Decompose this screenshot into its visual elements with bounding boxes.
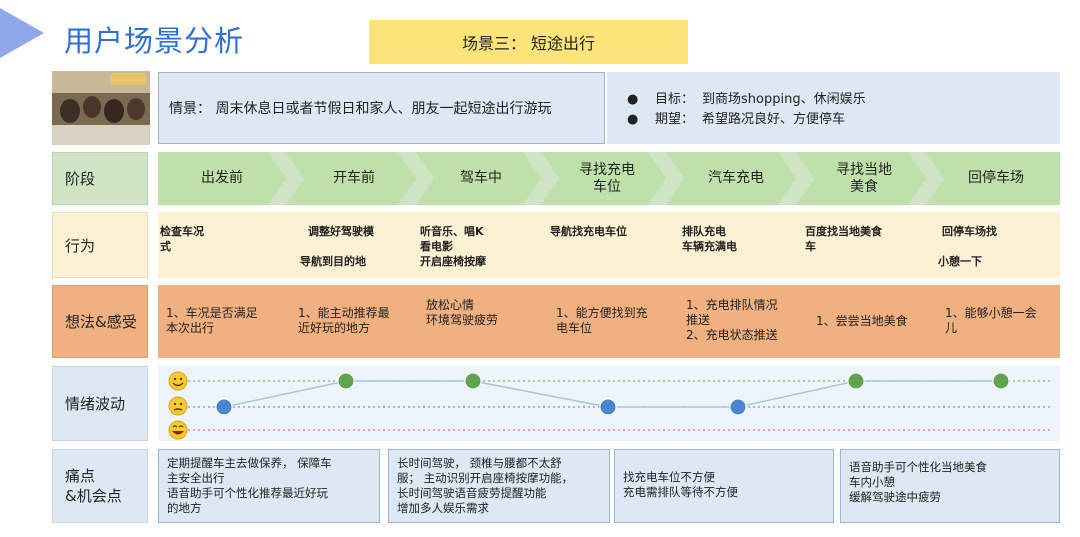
page-title: 用户场景分析 bbox=[64, 24, 245, 58]
row-label-emotion: 情绪波动 bbox=[52, 366, 148, 441]
behavior-line: 车 bbox=[805, 240, 816, 253]
emotion-point bbox=[992, 372, 1010, 390]
behavior-line: 回停车场找 bbox=[942, 225, 997, 238]
pain-point-box: 定期提醒车主去做保养， 保障车 主安全出行 语音助手可个性化推荐最近好玩 的地方 bbox=[158, 449, 380, 523]
row-label-stage: 阶段 bbox=[52, 152, 148, 205]
stage-label: 出发前 bbox=[201, 170, 243, 186]
row-label-thoughts: 想法&感受 bbox=[52, 285, 148, 358]
thought-cell: 放松心情 环境驾驶疲劳 bbox=[426, 298, 499, 327]
behavior-line: 百度找当地美食 bbox=[805, 225, 882, 238]
happy-face-icon bbox=[168, 371, 188, 391]
emotion-point bbox=[847, 372, 865, 390]
stage-arrow bbox=[286, 152, 416, 205]
emotion-point bbox=[337, 372, 355, 390]
neutral-face-icon bbox=[168, 396, 188, 416]
stage-label: 回停车场 bbox=[968, 170, 1024, 186]
behavior-line: 小憩一下 bbox=[938, 255, 982, 268]
behavior-line: 导航找充电车位 bbox=[550, 225, 627, 238]
thought-cell: 1、充电排队情况 推送 2、充电状态推送 bbox=[686, 298, 778, 342]
thought-cell: 1、能主动推荐最 近好玩的地方 bbox=[298, 306, 390, 335]
situation-box: 情景： 周末休息日或者节假日和家人、朋友一起短途出行游玩 bbox=[158, 72, 605, 144]
thought-cell: 1、能够小憩一会 儿 bbox=[945, 306, 1037, 335]
expectation-label: 期望： bbox=[655, 112, 695, 127]
behavior-cell: 检查车况 式 bbox=[160, 224, 280, 254]
goals-box: ● 目标： 到商场shopping、休闲娱乐 ● 期望： 希望路况良好、方便停车 bbox=[607, 72, 1060, 144]
stage-arrows bbox=[158, 152, 1060, 205]
behavior-line: 调整好驾驶模 bbox=[308, 225, 374, 238]
behavior-cell: 听音乐、唱K 看电影 开启座椅按摩 bbox=[420, 224, 540, 269]
bullet-icon: ● bbox=[627, 112, 639, 127]
stage-arrow bbox=[666, 152, 796, 205]
behavior-line: 导航到目的地 bbox=[300, 255, 366, 268]
emotion-point bbox=[215, 398, 233, 416]
stage-label: 开车前 bbox=[333, 170, 375, 186]
emotion-chart bbox=[168, 371, 1053, 440]
behavior-line bbox=[300, 239, 420, 254]
stage-arrow bbox=[541, 152, 666, 205]
stage-label: 驾车中 bbox=[460, 170, 502, 186]
behavior-cell: 调整好驾驶模 导航到目的地 bbox=[300, 224, 420, 269]
stage-label: 寻找当地 美食 bbox=[836, 161, 892, 195]
thought-cell: 1、能方便找到充 电车位 bbox=[556, 306, 648, 335]
thought-cell: 1、车况是否满足 本次出行 bbox=[166, 306, 258, 335]
stage-arrow bbox=[158, 152, 286, 205]
scenario-label: 场景三： 短途出行 bbox=[369, 20, 688, 64]
behavior-line: 看电影 bbox=[420, 240, 453, 253]
group-photo-image bbox=[52, 71, 150, 145]
goal-row: ● 目标： 到商场shopping、休闲娱乐 bbox=[627, 90, 1060, 110]
stage-label: 寻找充电 车位 bbox=[579, 161, 635, 195]
row-label-behavior: 行为 bbox=[52, 212, 148, 278]
row-label-pain: 痛点 &机会点 bbox=[52, 449, 148, 523]
emotion-series bbox=[215, 372, 1010, 416]
pain-point-box: 语音助手可个性化当地美食 车内小憩 缓解驾驶途中疲劳 bbox=[840, 449, 1060, 523]
behavior-cell: 排队充电 车辆充满电 bbox=[682, 224, 792, 254]
bullet-icon: ● bbox=[627, 92, 639, 107]
thoughts-band bbox=[158, 285, 1060, 358]
behavior-line: 检查车况 bbox=[160, 225, 204, 238]
emotion-point bbox=[464, 372, 482, 390]
behavior-line: 车辆充满电 bbox=[682, 240, 737, 253]
behavior-line: 听音乐、唱K bbox=[420, 225, 484, 238]
stage-arrow bbox=[416, 152, 541, 205]
pain-point-box: 长时间驾驶， 颈椎与腰都不太舒 服； 主动识别开启座椅按摩功能， 长时间驾驶语音… bbox=[388, 449, 610, 523]
emotion-point bbox=[729, 398, 747, 416]
stage-arrow bbox=[796, 152, 926, 205]
expectation-text: 希望路况良好、方便停车 bbox=[702, 112, 846, 127]
behavior-cell: 回停车场找 小憩一下 bbox=[938, 224, 1048, 269]
emotion-point bbox=[599, 398, 617, 416]
goal-text: 到商场shopping、休闲娱乐 bbox=[702, 92, 866, 107]
behavior-line bbox=[938, 239, 1048, 254]
expectation-row: ● 期望： 希望路况良好、方便停车 bbox=[627, 110, 1060, 130]
stage-arrow bbox=[926, 152, 1060, 205]
corner-triangle-decoration bbox=[0, 8, 44, 58]
pain-point-box: 找充电车位不方便 充电需排队等待不方便 bbox=[614, 449, 834, 523]
behavior-line: 排队充电 bbox=[682, 225, 726, 238]
goal-label: 目标： bbox=[655, 92, 695, 107]
behavior-cell: 百度找当地美食 车 bbox=[805, 224, 925, 254]
laughing-face-icon bbox=[168, 420, 188, 440]
behavior-line: 开启座椅按摩 bbox=[420, 255, 486, 268]
stage-label: 汽车充电 bbox=[708, 170, 764, 186]
behavior-line: 式 bbox=[160, 240, 171, 253]
behavior-cell: 导航找充电车位 bbox=[550, 224, 670, 239]
situation-text: 情景： 周末休息日或者节假日和家人、朋友一起短途出行游玩 bbox=[169, 101, 552, 117]
behavior-band bbox=[158, 212, 1060, 278]
thought-cell: 1、尝尝当地美食 bbox=[816, 314, 908, 328]
